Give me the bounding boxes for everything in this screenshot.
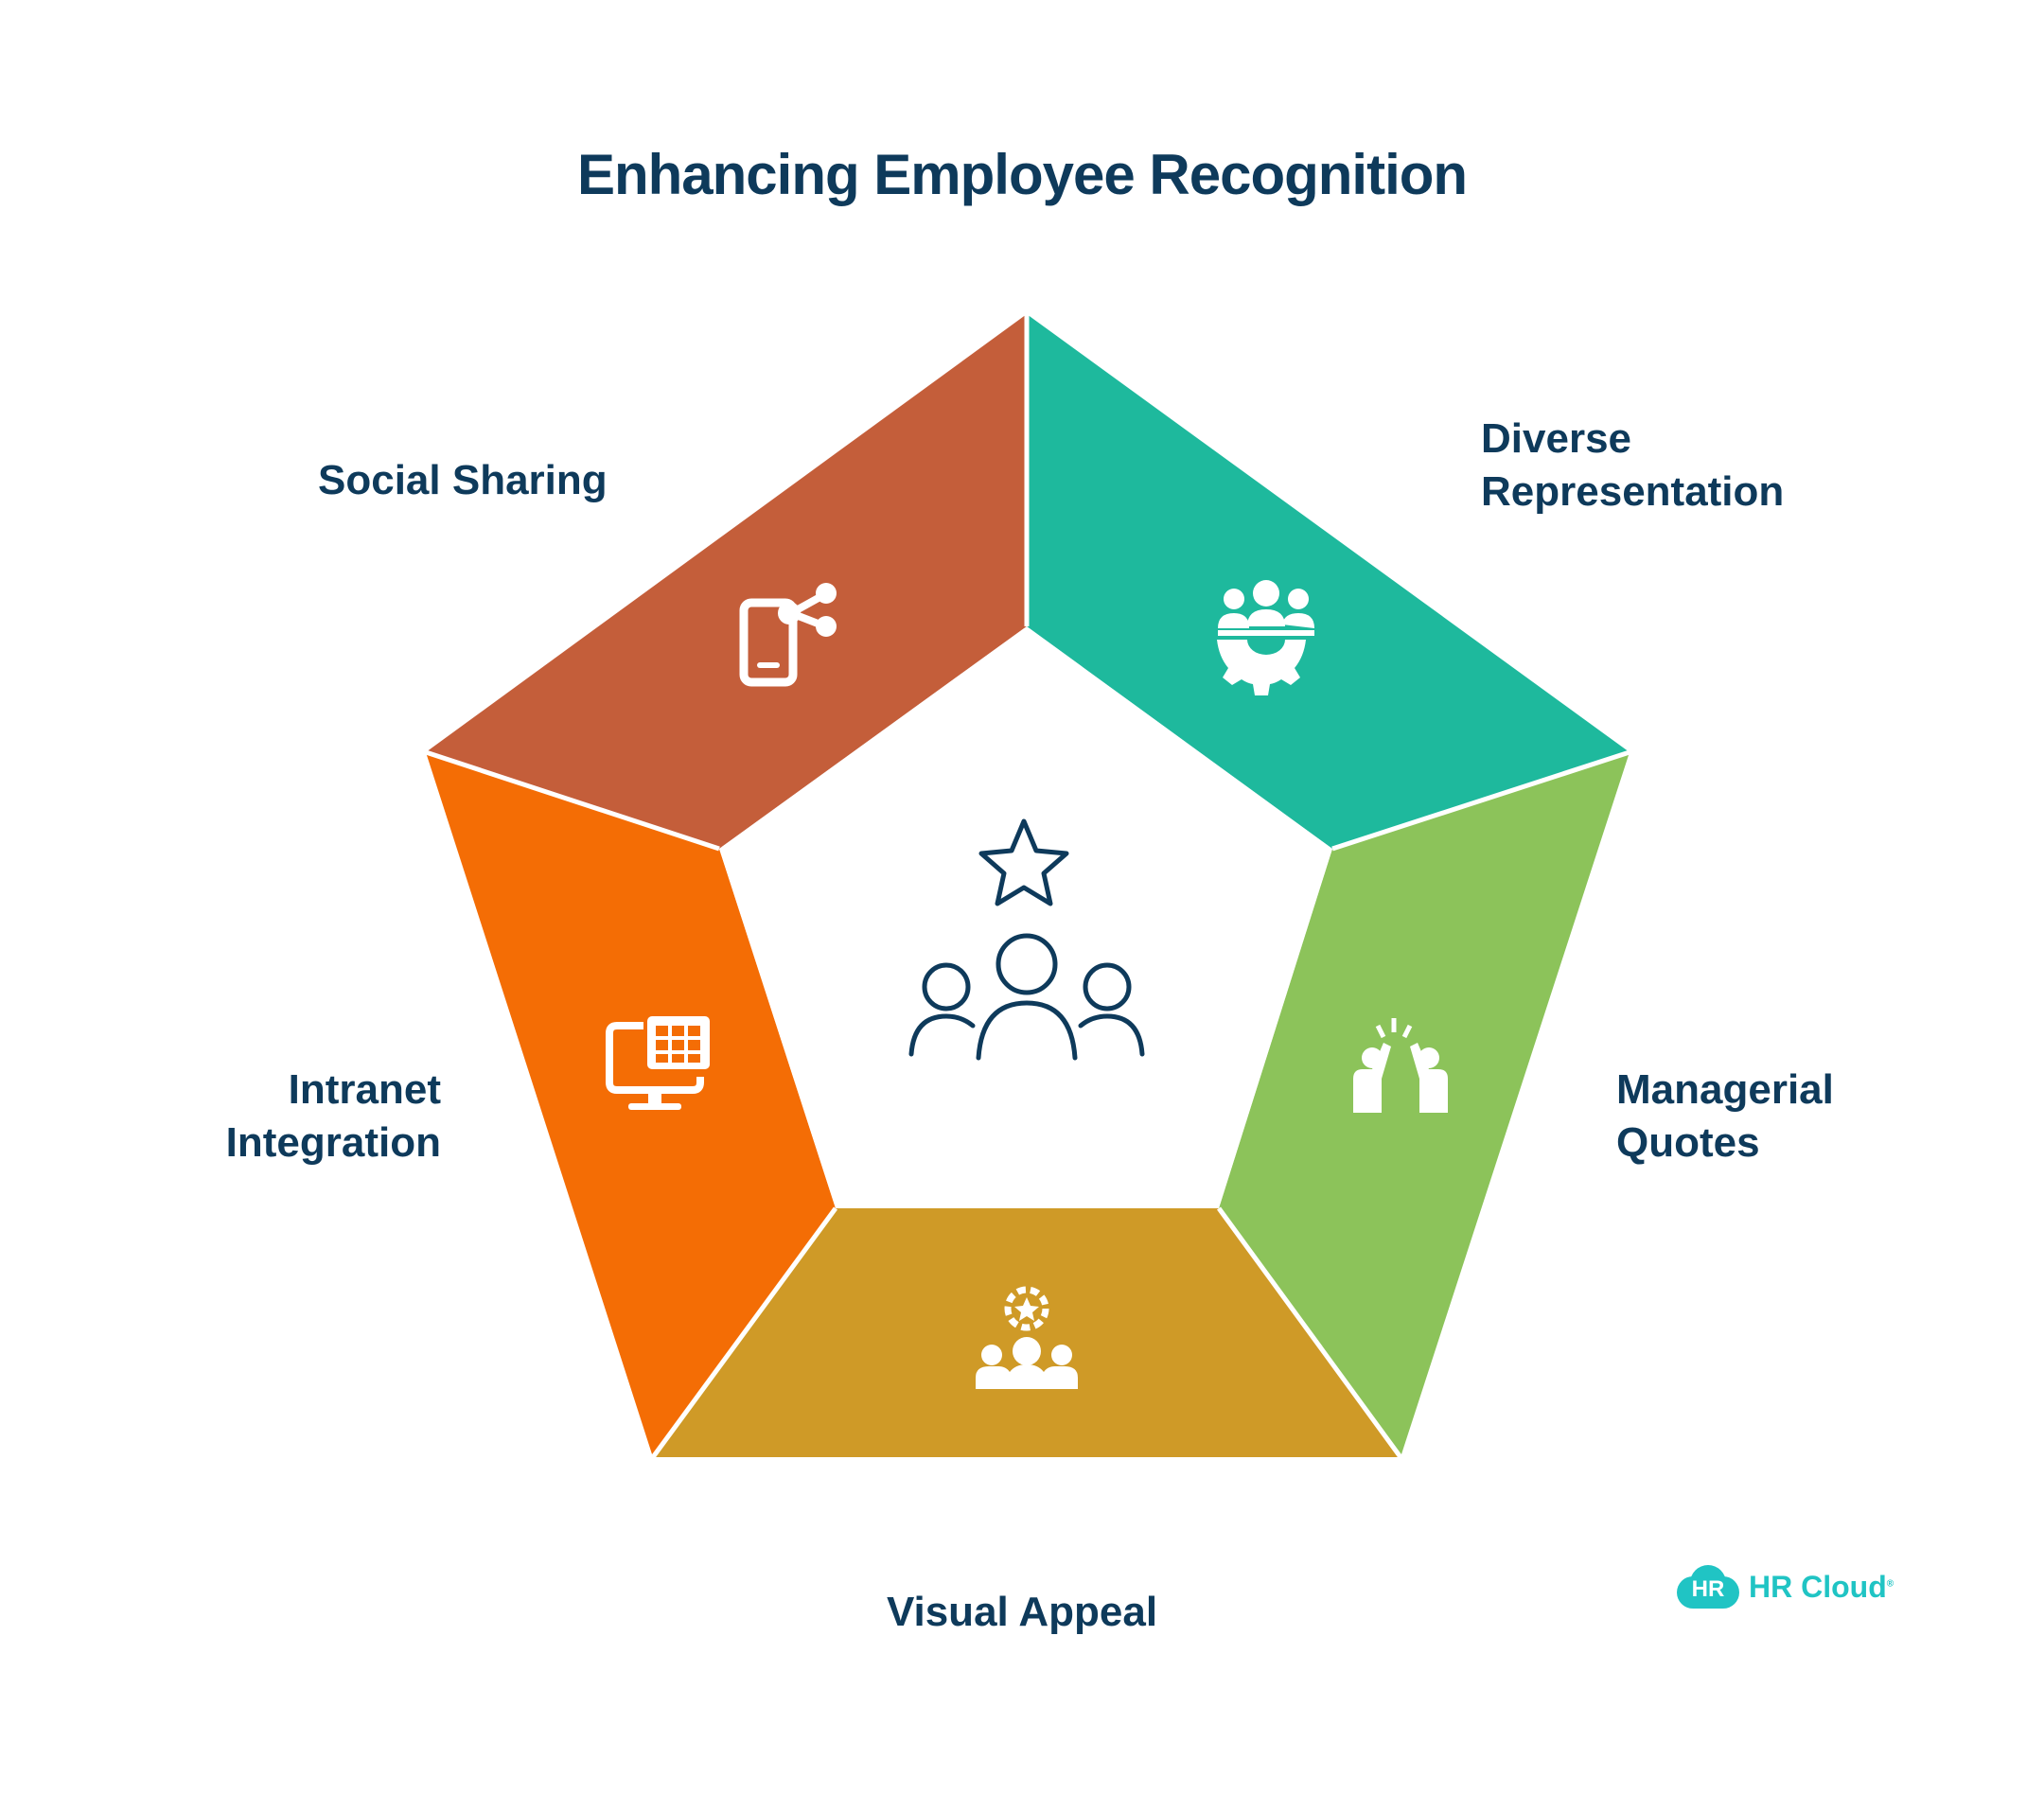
label-visual-appeal: Visual Appeal (0, 1586, 2044, 1639)
registered-mark: ® (1886, 1577, 1894, 1589)
label-line: Social Sharing (318, 457, 608, 503)
high-five-icon (1353, 1018, 1448, 1113)
label-line: Quotes (1616, 1119, 1760, 1166)
center-pentagon (719, 626, 1332, 1208)
segment-social-sharing (426, 314, 1027, 849)
team-gear-icon (1217, 580, 1314, 695)
label-line: Diverse (1481, 415, 1632, 462)
segment-dividers (425, 314, 1630, 1459)
label-line: Intranet (288, 1066, 441, 1113)
label-line: Visual Appeal (886, 1589, 1158, 1635)
label-line: Integration (225, 1119, 441, 1166)
mobile-share-icon (739, 583, 837, 687)
label-line: Representation (1481, 468, 1785, 515)
logo-badge: HR (1691, 1576, 1725, 1602)
hr-cloud-logo: HR HR Cloud® (1677, 1563, 1894, 1610)
logo-name: HR Cloud® (1749, 1570, 1894, 1605)
segment-visual-appeal (653, 1208, 1401, 1457)
label-intranet-integration: Intranet Integration (151, 1064, 441, 1170)
award-audience-icon (976, 1286, 1078, 1389)
label-social-sharing: Social Sharing (318, 454, 608, 507)
logo-name-text: HR Cloud (1749, 1569, 1887, 1604)
label-line: Managerial (1616, 1066, 1834, 1113)
team-star-icon (908, 818, 1145, 1061)
cloud-icon: HR (1677, 1565, 1739, 1609)
diagram-title: Enhancing Employee Recognition (576, 143, 1468, 206)
monitor-grid-icon (606, 1016, 710, 1110)
label-managerial-quotes: Managerial Quotes (1616, 1064, 1834, 1170)
label-diverse-representation: Diverse Representation (1481, 413, 1784, 519)
segment-diverse-representation (1027, 314, 1630, 849)
